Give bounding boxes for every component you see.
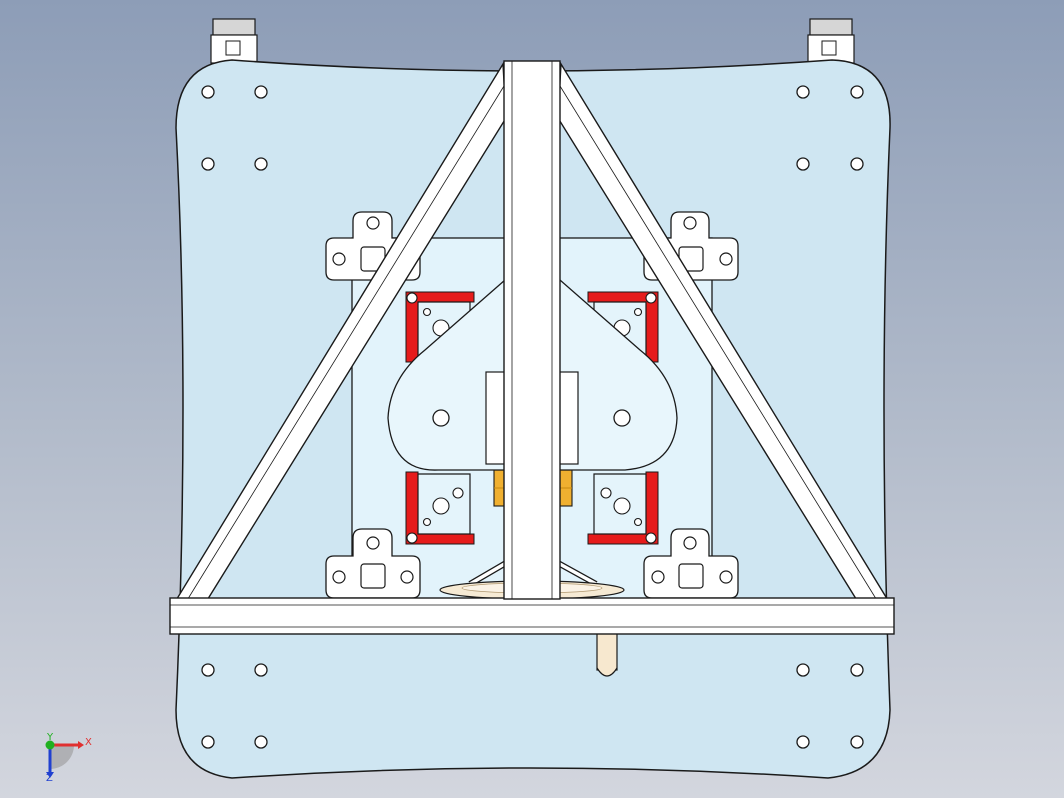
axis-triad: X Y Z <box>45 732 92 784</box>
base-hole <box>201 85 215 99</box>
base-hole <box>850 157 864 171</box>
bolt-hole <box>332 570 346 584</box>
base-hole <box>254 157 268 171</box>
corner-post-right[interactable] <box>807 18 855 64</box>
triad-z-label: Z <box>46 773 53 784</box>
base-hole <box>796 735 810 749</box>
base-hole <box>254 663 268 677</box>
base-hole <box>201 735 215 749</box>
bolt-hole <box>400 570 414 584</box>
base-hole <box>796 157 810 171</box>
y-axis-dot <box>45 740 55 750</box>
frame-crossbar[interactable] <box>169 597 895 635</box>
triad-y-label: Y <box>46 732 54 743</box>
base-hole <box>850 85 864 99</box>
base-hole <box>796 85 810 99</box>
bolt-hole <box>719 570 733 584</box>
base-hole <box>201 663 215 677</box>
frame-vertical-post[interactable] <box>503 60 561 600</box>
base-hole <box>850 663 864 677</box>
ejector-pin[interactable] <box>596 629 618 677</box>
base-hole <box>796 663 810 677</box>
clamp-bracket-bottom-right[interactable] <box>643 528 739 599</box>
bolt-hole <box>683 536 697 550</box>
triad-x-label: X <box>85 737 92 748</box>
triad-quadrant-shading <box>50 745 74 769</box>
bolt-hole <box>719 252 733 266</box>
bolt-hole <box>366 536 380 550</box>
cam-pivot-hole-left <box>432 409 450 427</box>
square-nut <box>360 563 386 589</box>
clamp-bracket-bottom-left[interactable] <box>325 528 421 599</box>
base-hole <box>850 735 864 749</box>
bolt-hole <box>651 570 665 584</box>
bolt-hole <box>366 216 380 230</box>
base-hole <box>254 735 268 749</box>
square-nut <box>678 563 704 589</box>
base-hole <box>254 85 268 99</box>
base-plate-holes <box>201 85 864 749</box>
base-hole <box>201 157 215 171</box>
bolt-hole <box>332 252 346 266</box>
corner-post-left[interactable] <box>210 18 258 64</box>
cam-pivot-hole-right <box>613 409 631 427</box>
bolt-hole <box>683 216 697 230</box>
